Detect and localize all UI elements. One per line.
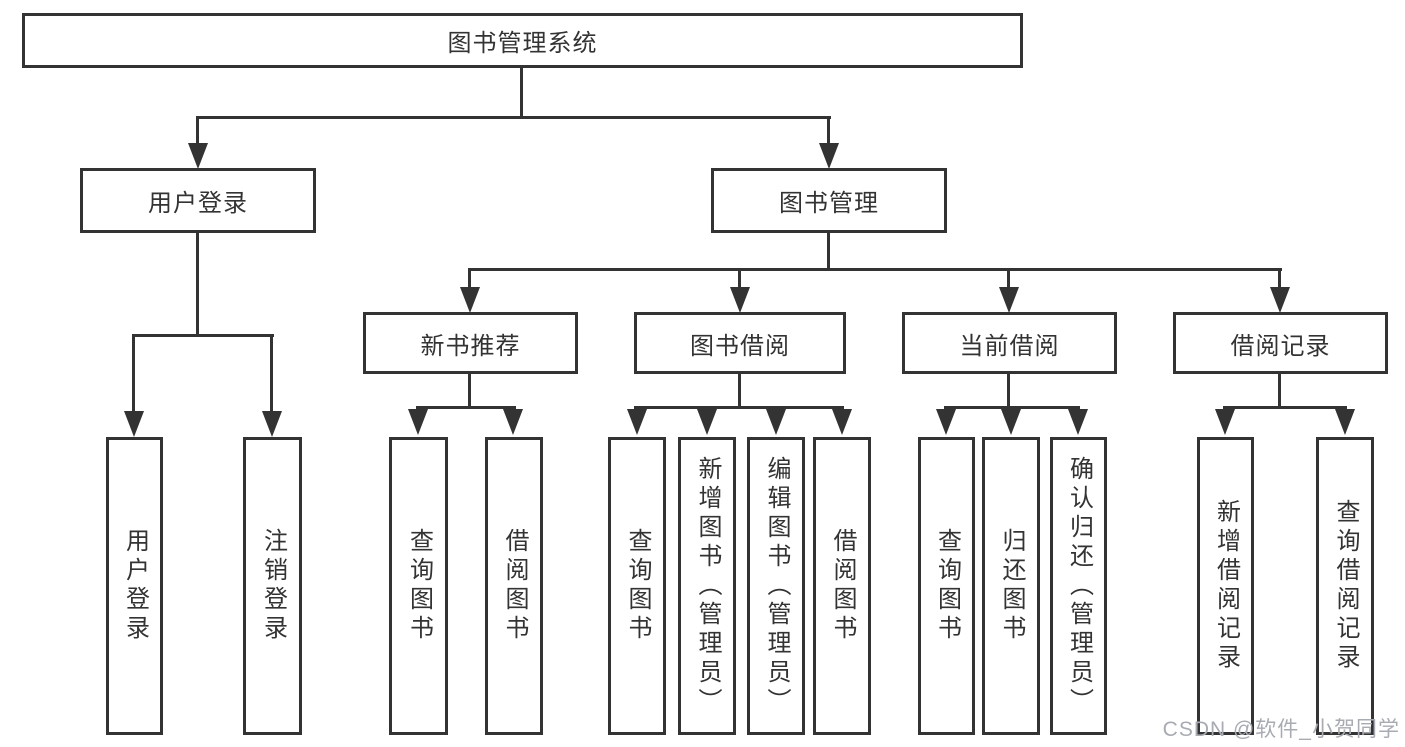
connector-line [196, 118, 199, 144]
connector-line [634, 406, 844, 409]
section-node-book-borrow: 图书借阅 [634, 312, 846, 374]
connector-line [738, 270, 741, 288]
connector-line [1007, 270, 1010, 288]
arrow-down-icon [832, 409, 852, 435]
leaf-node-borrow-books-recommend: 借阅图书 [485, 437, 543, 735]
root-node-library-management-system: 图书管理系统 [22, 13, 1023, 68]
arrow-down-icon [1335, 409, 1355, 435]
arrow-down-icon [766, 409, 786, 435]
connector-line [468, 374, 471, 409]
connector-line [270, 336, 273, 411]
leaf-node-query-borrow-record: 查询借阅记录 [1316, 437, 1374, 735]
arrow-down-icon [730, 287, 750, 313]
leaf-node-borrow-books: 借阅图书 [813, 437, 871, 735]
connector-line [827, 118, 830, 144]
leaf-node-query-books-current: 查询图书 [918, 437, 975, 735]
section-node-current-borrow: 当前借阅 [902, 312, 1117, 374]
arrow-down-icon [408, 409, 428, 435]
leaf-node-add-books-admin: 新增图书（管理员） [678, 437, 736, 735]
connector-line [1278, 270, 1281, 288]
arrow-down-icon [999, 287, 1019, 313]
branch-node-book-management: 图书管理 [711, 168, 947, 233]
arrow-down-icon [1068, 409, 1088, 435]
leaf-node-user-login: 用户登录 [106, 437, 163, 735]
section-node-borrow-records: 借阅记录 [1173, 312, 1388, 374]
connector-line [1278, 374, 1281, 409]
leaf-node-query-books-borrow: 查询图书 [608, 437, 666, 735]
arrow-down-icon [1270, 287, 1290, 313]
connector-line [1223, 406, 1347, 409]
leaf-node-add-borrow-record: 新增借阅记录 [1197, 437, 1254, 735]
leaf-node-return-books: 归还图书 [982, 437, 1040, 735]
arrow-down-icon [124, 411, 144, 437]
connector-line [738, 374, 741, 409]
connector-line [468, 270, 471, 288]
arrow-down-icon [503, 409, 523, 435]
connector-line [416, 406, 516, 409]
connector-line [520, 68, 523, 118]
arrow-down-icon [1215, 409, 1235, 435]
arrow-down-icon [188, 143, 208, 169]
connector-line [468, 268, 1282, 271]
csdn-watermark: CSDN @软件_小贺同学 [1162, 718, 1400, 741]
arrow-down-icon [1001, 409, 1021, 435]
connector-line [196, 116, 831, 119]
leaf-node-confirm-return-admin: 确认归还（管理员） [1050, 437, 1107, 735]
connector-line [944, 406, 1080, 409]
connector-line [1007, 374, 1010, 409]
connector-line [132, 336, 135, 411]
connector-line [196, 233, 199, 336]
leaf-node-logout: 注销登录 [243, 437, 302, 735]
arrow-down-icon [697, 409, 717, 435]
arrow-down-icon [262, 411, 282, 437]
arrow-down-icon [460, 287, 480, 313]
section-node-new-book-recommend: 新书推荐 [363, 312, 578, 374]
arrow-down-icon [936, 409, 956, 435]
connector-line [132, 334, 274, 337]
connector-line [827, 233, 830, 270]
arrow-down-icon [627, 409, 647, 435]
branch-node-user-login: 用户登录 [80, 168, 316, 233]
leaf-node-query-books-recommend: 查询图书 [389, 437, 448, 735]
leaf-node-edit-books-admin: 编辑图书（管理员） [747, 437, 805, 735]
arrow-down-icon [819, 143, 839, 169]
